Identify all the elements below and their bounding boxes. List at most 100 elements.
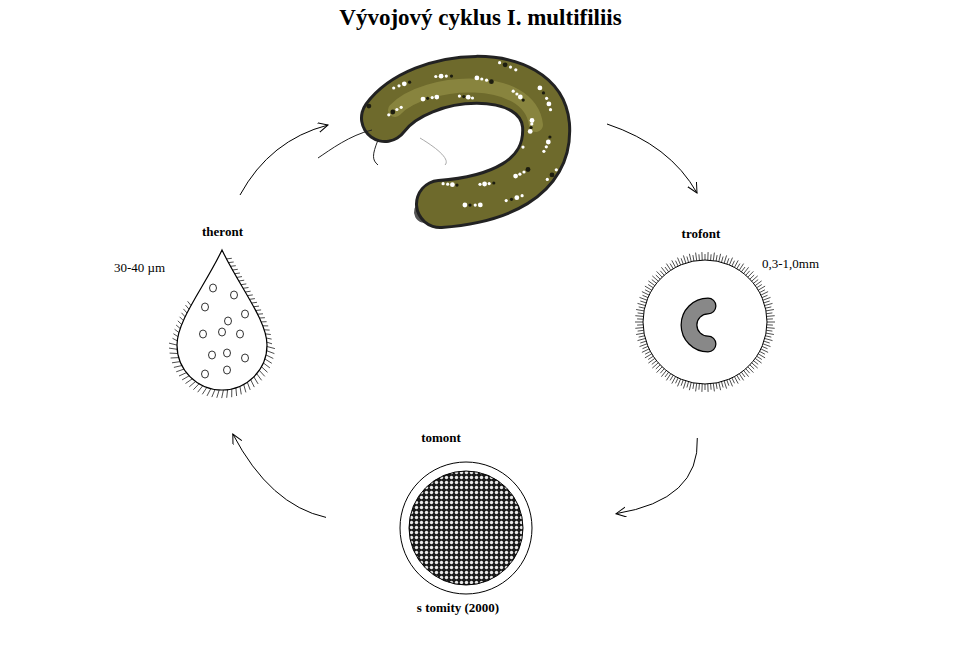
cilium [683, 255, 685, 263]
cilium [230, 265, 235, 267]
cilium [642, 349, 649, 353]
cilium [670, 264, 673, 269]
cilium [207, 389, 211, 396]
fish-spot [545, 145, 548, 148]
cilium [754, 361, 759, 365]
cilium [707, 384, 708, 392]
cilium [180, 317, 184, 321]
cilium [766, 333, 774, 334]
cilium [683, 381, 685, 389]
cilium [263, 363, 270, 368]
cilium [638, 330, 644, 332]
cilium [687, 382, 689, 388]
cilium [251, 380, 255, 387]
cilium [245, 291, 250, 293]
cilium [758, 286, 765, 290]
fish-spot [426, 97, 429, 100]
fish-spot [528, 129, 533, 134]
cilium [746, 271, 750, 276]
cilium [263, 325, 268, 326]
cycle-arrow [607, 124, 697, 193]
cilium [635, 315, 643, 317]
cilium [761, 292, 768, 296]
cilium [182, 313, 186, 317]
fish-spot [555, 168, 558, 171]
cilium [233, 269, 238, 271]
fish-spot [521, 146, 524, 149]
cilium [672, 377, 676, 384]
fish-spot [503, 62, 508, 67]
cilium [764, 301, 770, 303]
stage-name: trofont [682, 226, 721, 242]
vacuole [224, 349, 231, 357]
fish-spot [466, 95, 471, 100]
cilium [186, 379, 193, 384]
cilium [732, 378, 735, 383]
cilium [178, 321, 182, 325]
cilium [666, 264, 670, 271]
cilium [258, 313, 263, 314]
cilium [660, 271, 664, 276]
macronucleus [689, 306, 708, 344]
vacuole [225, 317, 232, 325]
fish-spot [421, 97, 426, 102]
cilium [750, 365, 754, 369]
cilium [642, 292, 649, 296]
vacuole [219, 328, 226, 336]
cilium [767, 324, 773, 325]
cycle-arrow [616, 438, 697, 514]
fish-spot [518, 95, 523, 100]
cilium [719, 254, 721, 262]
cilium [765, 339, 773, 341]
cilium [767, 322, 775, 323]
cilium [638, 303, 646, 305]
cilium [640, 344, 648, 347]
tomont-shape [394, 430, 538, 616]
cilium [176, 369, 184, 372]
trofont-cell: trofont [628, 226, 782, 394]
diagram-title: Vývojový cyklus I. multifiliis [0, 4, 961, 32]
cilium [701, 384, 702, 392]
cilium [687, 257, 689, 263]
fish-spot [480, 77, 483, 80]
cilium [636, 310, 644, 311]
tomites [409, 471, 523, 585]
cilium [645, 354, 652, 358]
cilium [762, 346, 768, 348]
tomont-cyst [400, 462, 532, 594]
fish-spot [530, 126, 533, 129]
fish-spot [538, 86, 543, 91]
fish-spot [505, 199, 508, 202]
cilium [737, 375, 740, 380]
fish-spot [514, 195, 519, 200]
cilium [757, 356, 762, 359]
fish-spot [455, 184, 458, 187]
cilium [217, 390, 219, 398]
cilium [645, 290, 650, 293]
fish-spot [485, 79, 488, 82]
cilium [640, 301, 646, 303]
cilium [734, 377, 738, 384]
cilium [689, 382, 691, 390]
vacuole [202, 370, 209, 378]
cilium [729, 379, 732, 386]
fish-spot [439, 74, 444, 79]
cilium [639, 307, 645, 308]
cycle-arrow [233, 434, 326, 517]
cilium [737, 264, 740, 269]
fish-spot [512, 90, 515, 93]
cilium [765, 307, 771, 308]
fish-spot [498, 61, 501, 64]
cilium [226, 258, 231, 260]
cilium [652, 280, 657, 284]
fish-spot [522, 99, 525, 102]
cilium [698, 384, 700, 390]
cilium [637, 324, 643, 325]
fish-spot [542, 91, 545, 94]
cilium [701, 252, 702, 260]
fish-spot [549, 108, 552, 111]
cilium [169, 348, 177, 349]
cilium [182, 376, 189, 380]
cilium [696, 383, 697, 391]
fish-spot [463, 203, 468, 208]
